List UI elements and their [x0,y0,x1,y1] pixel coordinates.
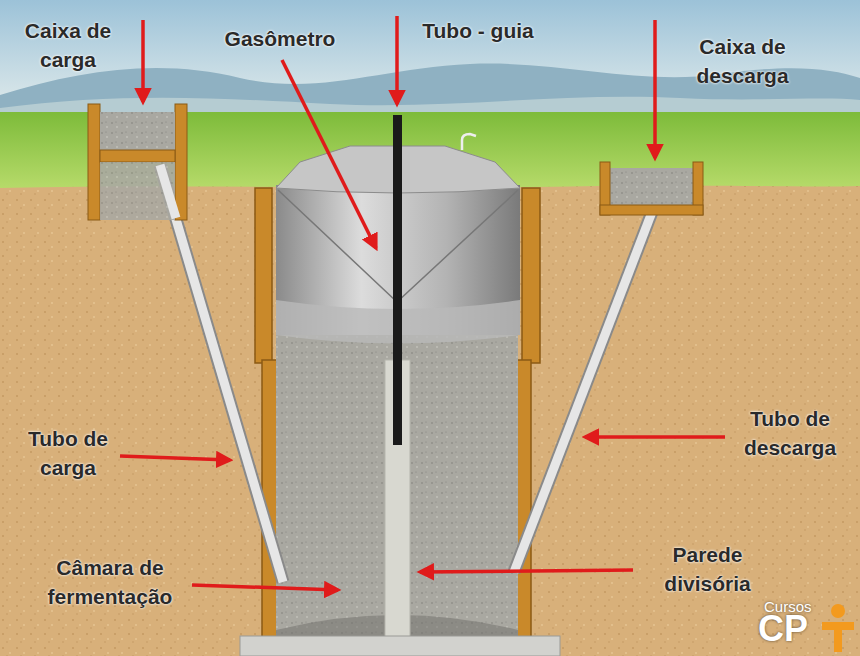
load-pipe [160,165,283,582]
leader-arrow [653,20,657,158]
pit-wall [255,188,272,363]
load-pipe [160,165,283,582]
part-label: Parede divisória [640,540,775,599]
soil [0,185,860,656]
leader-arrow [192,585,338,590]
load-box-wall [175,104,187,220]
part-label: Tubo de carga [18,424,118,483]
load-box-fill [100,162,175,220]
watermark-text: CP [758,604,828,654]
leader-arrow [420,570,633,572]
part-label: Gasômetro [200,24,360,53]
leader-arrow [120,456,230,460]
gas-valve [462,134,476,150]
part-label: Tubo - guia [398,16,558,45]
guide-tube [393,115,402,445]
leader-arrow [141,20,145,102]
watermark-icon [822,622,854,652]
leader-arrow [395,16,399,104]
leader-arrows [120,16,725,590]
part-label: Câmara de fermentação [30,553,190,612]
load-pipe [160,165,176,218]
watermark-icon [831,604,845,618]
discharge-pipe [514,212,652,572]
leader-arrow [282,60,376,248]
part-label: Caixa de carga [8,16,128,75]
base-slab [240,636,560,656]
discharge-box-wall [600,205,703,215]
leader-arrow [585,435,725,439]
part-label: Caixa de descarga [680,32,805,91]
discharge-box-fill [610,168,693,206]
discharge-pipe [514,212,652,572]
part-label: Tubo de descarga [725,404,855,463]
load-box-wall [88,104,100,220]
load-box-fill [100,112,175,150]
load-box-wall [100,150,175,162]
pit-wall [522,188,540,363]
